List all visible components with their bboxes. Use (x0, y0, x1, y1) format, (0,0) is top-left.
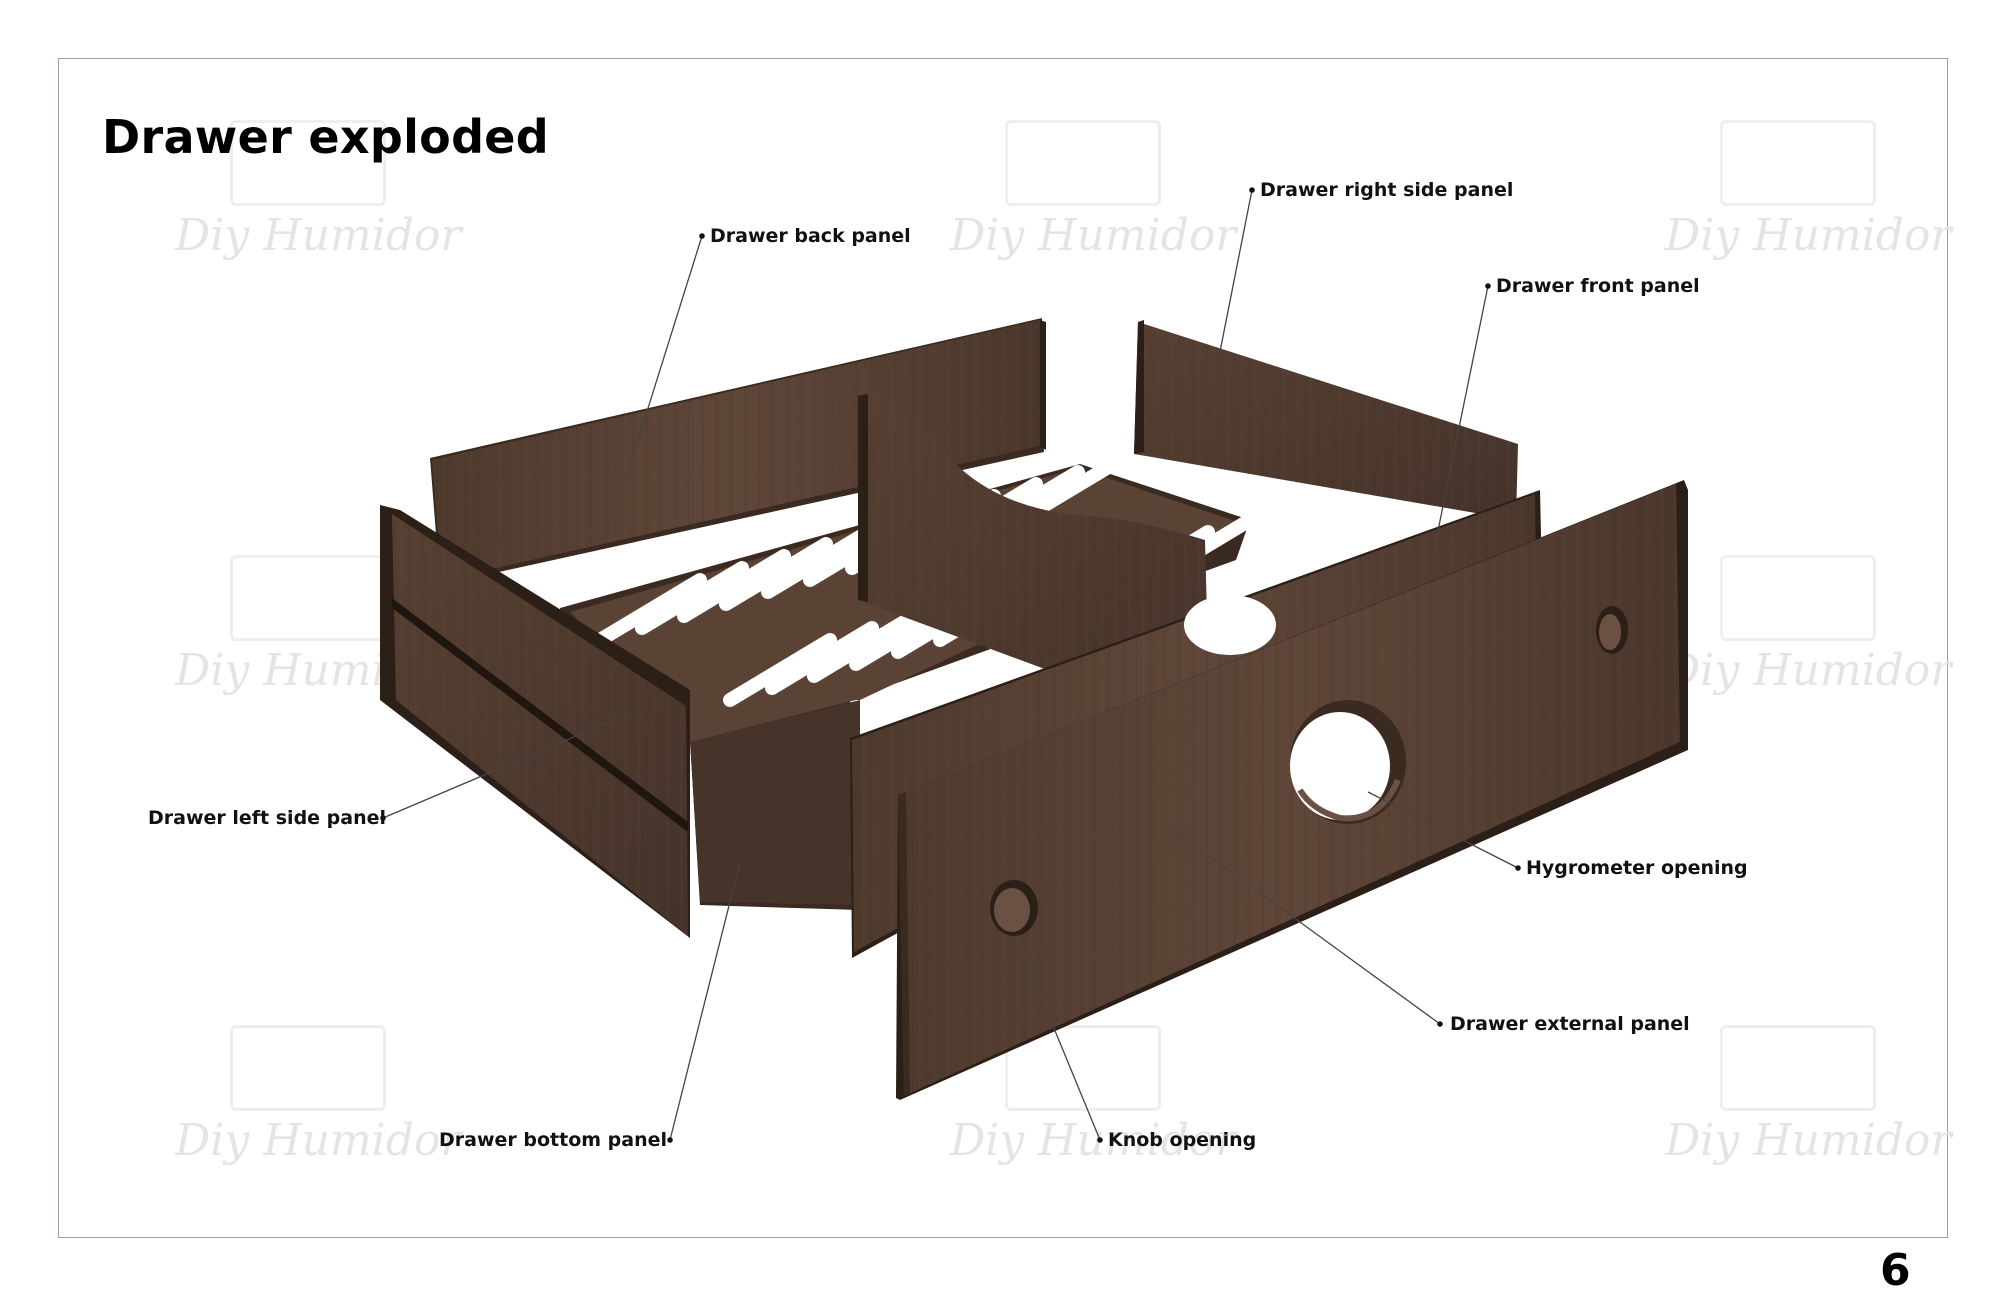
watermark-logo (230, 120, 386, 206)
ventilation-slot (635, 561, 749, 635)
watermark-text: Diy Humidor (1665, 645, 1952, 696)
knob-opening-right (1596, 606, 1628, 654)
drawer-back-panel (430, 318, 1046, 585)
page-border (58, 58, 1948, 1238)
ventilation-slot (807, 609, 921, 683)
watermark-logo (1005, 120, 1161, 206)
label-drawer-back-panel: Drawer back panel (710, 225, 911, 247)
ventilation-slot (723, 633, 837, 707)
hygrometer-opening (1290, 700, 1406, 824)
ventilation-slot (765, 621, 879, 695)
drawer-left-side-panel (380, 505, 690, 938)
leader-dots (380, 187, 1521, 1143)
label-drawer-external-panel: Drawer external panel (1450, 1013, 1690, 1035)
label-drawer-bottom-panel: Drawer bottom panel (439, 1129, 668, 1151)
watermark-logo (1720, 120, 1876, 206)
watermark-text: Diy Humidor (175, 1115, 462, 1166)
watermark-logo (1720, 1025, 1876, 1111)
label-drawer-left-side-panel: Drawer left side panel (148, 807, 387, 829)
label-knob-opening: Knob opening (1108, 1129, 1257, 1151)
leader-lines (382, 189, 1519, 1141)
watermark-logo (230, 1025, 386, 1111)
drawer-external-panel (896, 480, 1688, 1100)
label-hygrometer-opening: Hygrometer opening (1526, 857, 1748, 879)
watermark-text: Diy Humidor (175, 210, 462, 261)
knob-opening (990, 880, 1038, 936)
page-title: Drawer exploded (102, 110, 550, 164)
ventilation-slot (677, 549, 791, 623)
watermark-logo (1720, 555, 1876, 641)
ventilation-slot (593, 573, 707, 647)
watermark-text: Diy Humidor (1665, 1115, 1952, 1166)
watermark-text: Diy Humidor (950, 210, 1237, 261)
watermark-logo (1005, 1025, 1161, 1111)
label-drawer-right-side-panel: Drawer right side panel (1260, 179, 1514, 201)
label-drawer-front-panel: Drawer front panel (1496, 275, 1700, 297)
drawer-right-side-panel (1134, 320, 1518, 520)
watermark-text: Diy Humidor (1665, 210, 1952, 261)
ventilation-slot (761, 525, 875, 599)
ventilation-slot (719, 537, 833, 611)
page-number: 6 (1880, 1245, 1911, 1296)
